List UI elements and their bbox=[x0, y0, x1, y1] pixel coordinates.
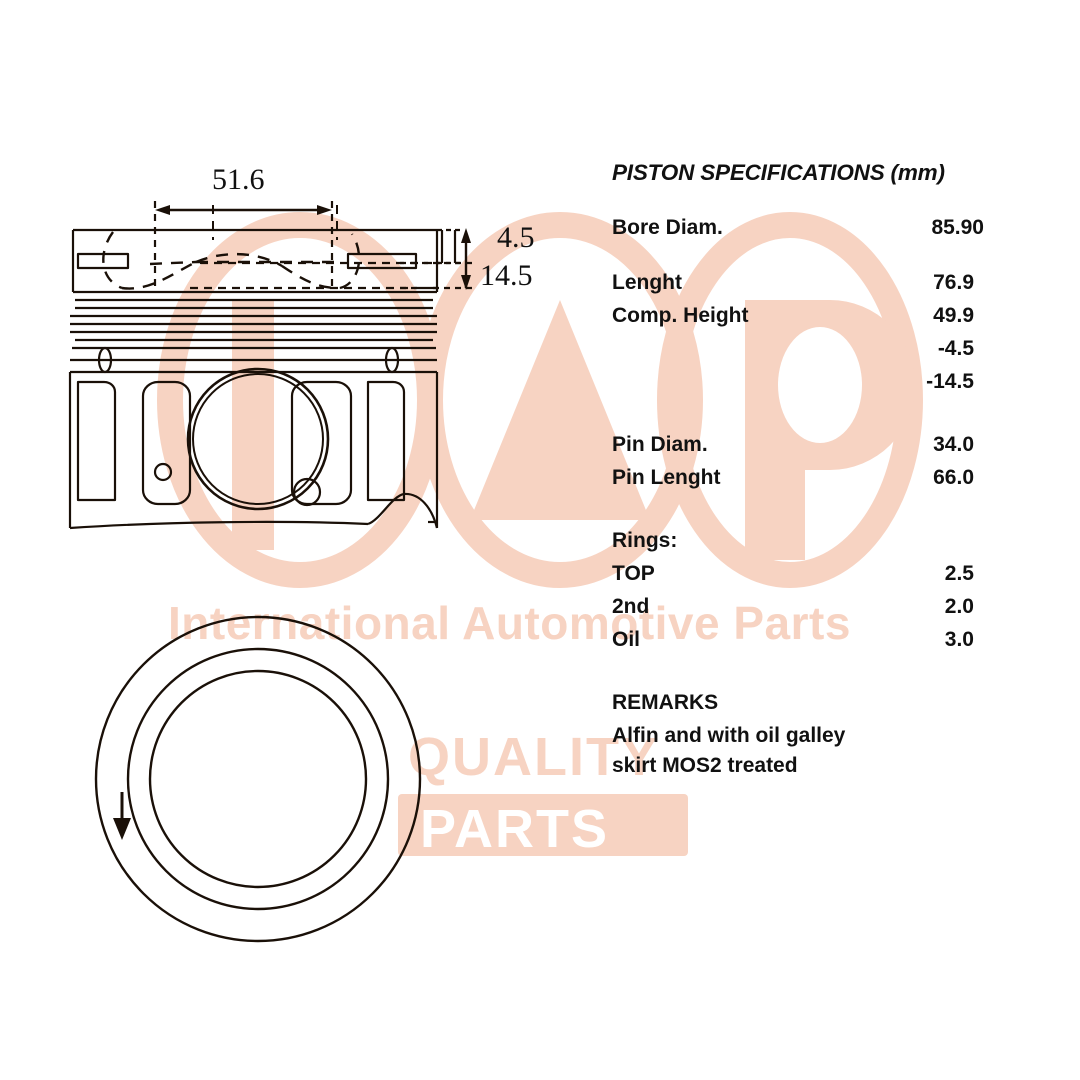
spec-value-lenght: 76.9 bbox=[933, 271, 974, 294]
remarks-line-1: Alfin and with oil galley bbox=[612, 724, 846, 747]
dimension-width-51-6 bbox=[153, 201, 334, 290]
spec-value-bowl-depth: -14.5 bbox=[926, 370, 974, 393]
spec-label-pin-lenght: Pin Lenght bbox=[612, 466, 721, 489]
remarks-title: REMARKS bbox=[612, 691, 719, 714]
spec-label-pin-diam: Pin Diam. bbox=[612, 433, 708, 456]
spec-label-bore-diam: Bore Diam. bbox=[612, 216, 723, 239]
spec-value-ring-oil: 3.0 bbox=[944, 628, 974, 651]
spec-row-ring-top: TOP 2.5 bbox=[612, 562, 1022, 595]
dimension-label-14-5: 14.5 bbox=[480, 259, 533, 292]
piston-crown bbox=[71, 228, 439, 294]
spec-row-rings-heading: Rings: bbox=[612, 529, 1022, 562]
spec-label-ring-top: TOP bbox=[612, 562, 655, 585]
spec-value-bore-diam: 85.90 bbox=[931, 216, 984, 239]
skirt-internal-pockets bbox=[76, 380, 406, 506]
spec-row-lenght: Lenght 76.9 bbox=[612, 271, 1022, 304]
spec-row-ring-oil: Oil 3.0 bbox=[612, 628, 1022, 661]
piston-plan-view bbox=[94, 615, 422, 943]
spec-value-comp-height: 49.9 bbox=[933, 304, 974, 327]
spec-value-ring-top: 2.5 bbox=[944, 562, 974, 585]
spec-row-ring-2nd: 2nd 2.0 bbox=[612, 595, 1022, 628]
spec-row-pin-lenght: Pin Lenght 66.0 bbox=[612, 466, 1022, 499]
spec-value-ring-2nd: 2.0 bbox=[944, 595, 974, 618]
spec-row-comp-height: Comp. Height 49.9 bbox=[612, 304, 1022, 337]
dimension-label-51-6: 51.6 bbox=[212, 163, 265, 196]
combustion-bowl-hidden-profile bbox=[102, 231, 361, 290]
pin-bore bbox=[186, 367, 330, 511]
dimension-crown-step-4-5 bbox=[437, 228, 462, 265]
spec-value-pin-lenght: 66.0 bbox=[933, 466, 974, 489]
spec-panel-title: PISTON SPECIFICATIONS (mm) bbox=[612, 160, 945, 185]
spec-row-crown-step: -4.5 bbox=[612, 337, 1022, 370]
spec-value-crown-step: -4.5 bbox=[937, 337, 974, 360]
ring-grooves bbox=[70, 298, 437, 350]
spec-label-ring-oil: Oil bbox=[612, 628, 641, 651]
spec-row-bowl-depth: -14.5 bbox=[612, 370, 1022, 403]
remarks-line-2: skirt MOS2 treated bbox=[612, 754, 798, 777]
spec-label-comp-height: Comp. Height bbox=[612, 304, 749, 327]
spec-label-lenght: Lenght bbox=[612, 271, 682, 294]
spec-row-bore-diam: Bore Diam. 85.90 bbox=[612, 216, 1022, 249]
spec-label-ring-2nd: 2nd bbox=[612, 595, 650, 618]
direction-arrow bbox=[113, 792, 131, 840]
dimension-label-4-5: 4.5 bbox=[497, 221, 535, 254]
spec-value-pin-diam: 34.0 bbox=[933, 433, 974, 456]
spec-row-pin-diam: Pin Diam. 34.0 bbox=[612, 433, 1022, 466]
spec-label-rings: Rings: bbox=[612, 529, 678, 552]
bowl-datum-lines bbox=[190, 261, 440, 290]
piston-specifications-panel: PISTON SPECIFICATIONS (mm) Bore Diam. 85… bbox=[612, 160, 1022, 781]
